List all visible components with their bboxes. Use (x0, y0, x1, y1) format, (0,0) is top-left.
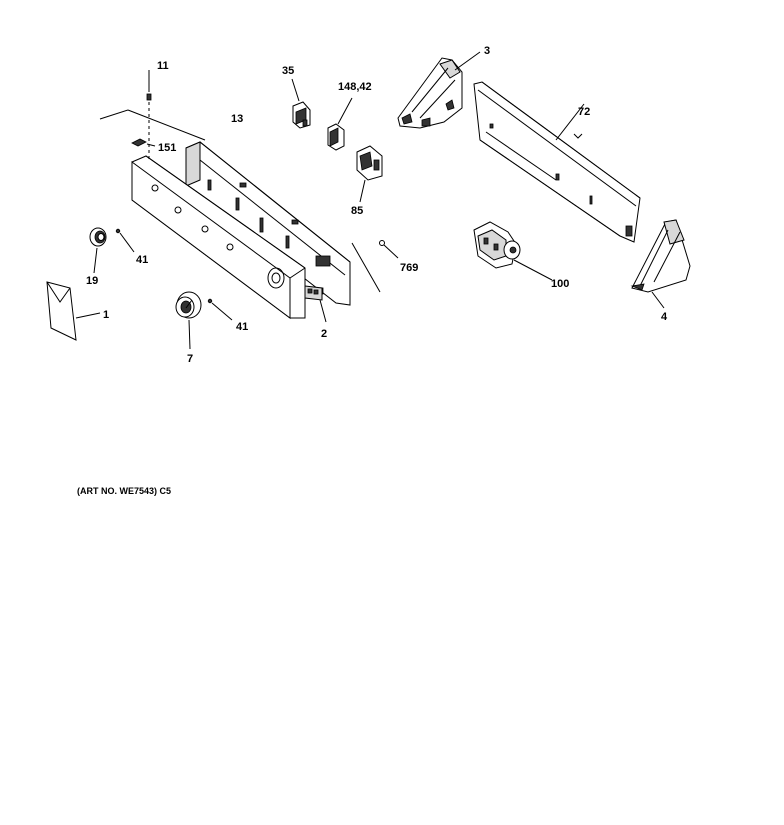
art-number-note: (ART NO. WE7543) C5 (77, 486, 171, 496)
part-4-end-cap[interactable] (630, 219, 691, 309)
part-85-switch[interactable] (356, 145, 383, 203)
part-100-timer[interactable] (473, 221, 553, 281)
label-part-4: 4 (661, 311, 668, 323)
label-part-41a: 41 (136, 254, 148, 266)
part-769-screw[interactable] (379, 240, 399, 259)
control-panel-front[interactable] (131, 155, 306, 319)
part-7-timer-knob[interactable] (175, 291, 202, 350)
part-11-screw[interactable] (146, 70, 152, 160)
panel-edge-line (127, 109, 206, 141)
label-part-2: 2 (321, 328, 327, 340)
label-part-72: 72 (578, 106, 590, 118)
label-part-3: 3 (484, 45, 490, 57)
label-part-769: 769 (400, 262, 418, 274)
panel-edge-line (99, 109, 129, 120)
label-part-1: 1 (103, 309, 109, 321)
part-2-connector[interactable] (304, 285, 327, 323)
part-35-switch[interactable] (291, 78, 311, 129)
part-13-backsplash[interactable] (185, 141, 351, 306)
label-part-11: 11 (157, 60, 169, 72)
label-part-41b: 41 (236, 321, 248, 333)
label-part-148: 148,42 (338, 81, 372, 93)
label-part-7: 7 (187, 353, 193, 365)
part-72-rear-panel[interactable] (473, 81, 641, 243)
label-part-13: 13 (231, 113, 243, 125)
part-1-instruction-card[interactable] (46, 281, 101, 341)
panel-edge-line (351, 242, 381, 293)
part-151-clip[interactable] (131, 138, 156, 147)
label-part-85: 85 (351, 205, 363, 217)
label-part-35: 35 (282, 65, 294, 77)
label-part-151: 151 (158, 142, 176, 154)
label-part-19: 19 (86, 275, 98, 287)
part-148-switch[interactable] (327, 97, 353, 151)
part-3-end-cap[interactable] (397, 51, 481, 129)
part-41-clip[interactable] (115, 228, 135, 253)
label-part-100: 100 (551, 278, 569, 290)
part-19-knob[interactable] (89, 227, 107, 274)
part-41-clip-2[interactable] (207, 298, 233, 321)
